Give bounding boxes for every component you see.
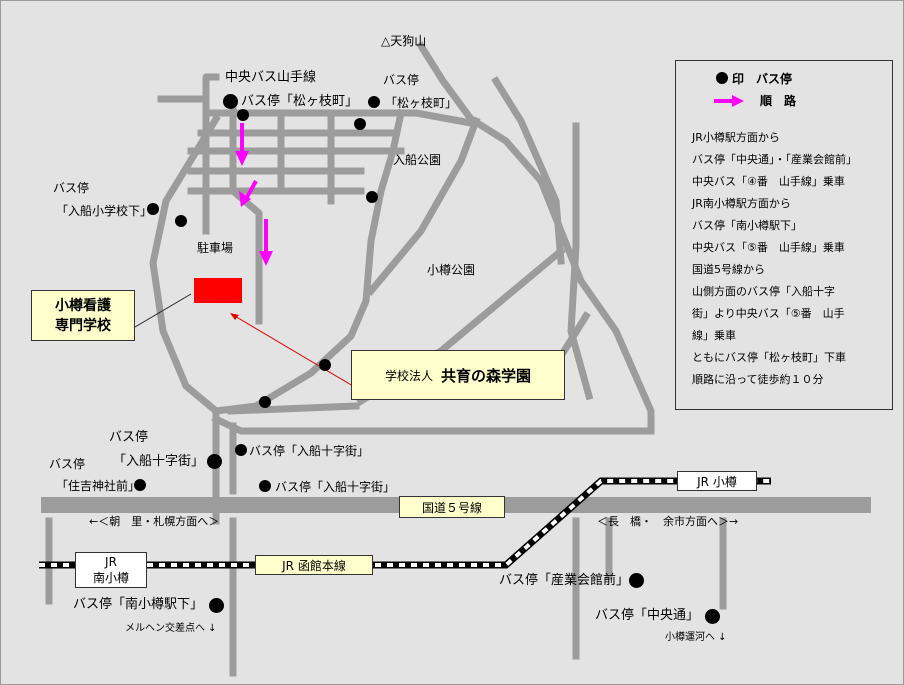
legend-line: 順路に沿って徒歩約１０分	[692, 373, 824, 386]
bus-stop-marker	[368, 96, 380, 108]
bus-stop-marker	[259, 480, 271, 492]
legend-line: 中央バス「⑤番 山手線」乗車	[692, 241, 845, 254]
legend-line: JR南小樽駅方面から	[692, 197, 791, 210]
legend-route-label: 順 路	[760, 94, 797, 108]
school-building-marker	[194, 278, 242, 303]
bus-stop-sumiyoshi-top: バス停	[49, 457, 86, 471]
irifune-park-label: 入船公園	[393, 153, 442, 167]
direction-canal-text: 小樽運河へ	[665, 632, 715, 643]
bus-stop-chuodori-label: バス停「中央通」	[595, 608, 700, 623]
bus-stop-irifune-juji-a: バス停「入船十字街」	[249, 444, 370, 458]
corporation-prefix: 学校法人	[384, 368, 433, 383]
legend-line: 国道5号線から	[692, 263, 765, 276]
legend-box: 印 バス停 順 路 JR小樽駅方面から バス停「中央通」・「産業会館前」 中央バ…	[675, 60, 893, 410]
direction-canal: 小樽運河へ ↓	[665, 632, 727, 643]
bus-stop-irifune-juji-b-top: バス停	[109, 430, 149, 445]
bus-stop-marker	[319, 359, 331, 371]
road-segment	[567, 122, 594, 401]
bus-stop-marker	[237, 109, 249, 121]
bus-stop-marker	[207, 454, 222, 469]
bus-stop-marker	[235, 444, 247, 456]
road-segment	[149, 108, 406, 415]
legend-line: 線」乗車	[692, 329, 736, 342]
otaru-park-label: 小樽公園	[427, 263, 476, 277]
bus-stop-matsugae-label: バス停「松ヶ枝町」	[241, 94, 359, 109]
bus-stop-marker	[354, 118, 366, 130]
bus-stop-irifune-juji-b-bottom: 「入船十字街」	[113, 454, 205, 469]
school-name-line2: 専門学校	[55, 317, 111, 334]
bus-stop-marker	[147, 203, 159, 215]
legend-route-arrow	[714, 95, 744, 107]
corporation-name: 共育の森学園	[441, 366, 532, 385]
bus-stop-shogakko-bottom: 「入船小学校下」	[56, 204, 153, 218]
route-arrow-head	[239, 191, 251, 207]
road-segment	[366, 116, 481, 296]
legend-stop-label: 印 バス停	[732, 72, 793, 86]
legend-stop-marker	[716, 72, 728, 84]
bus-stop-minami-otaru-label: バス停「南小樽駅下」	[73, 597, 204, 612]
yamate-line-label: 中央バス山手線	[225, 70, 317, 85]
bus-stop-matsugae-right-bottom: 「松ヶ枝町」	[385, 96, 458, 110]
route-arrow-head	[235, 151, 249, 166]
legend-line: JR小樽駅方面から	[692, 131, 780, 144]
direction-asari: ←＜朝 里・札幌方面へ＞	[89, 515, 220, 528]
school-pointer-line	[134, 293, 192, 328]
jr-minami-otaru-line1: JR	[105, 555, 117, 569]
bus-stop-marker	[223, 94, 238, 109]
jr-hakodate-line-label: JR 函館本線	[255, 555, 373, 575]
corporation-pointer-head	[230, 313, 239, 320]
road-segment	[227, 402, 360, 415]
road-segment	[491, 76, 565, 265]
legend-line: バス停「南小樽駅下」	[692, 219, 802, 232]
jr-minami-otaru-line2: 南小樽	[92, 571, 129, 585]
jr-minami-otaru-station: JR 南小樽	[75, 552, 147, 588]
route-arrow-head	[259, 251, 273, 266]
direction-meruhen-text: メルヘン交差点へ	[125, 623, 205, 634]
direction-nagahashi: ＜長 橋・ 余市方面へ＞→	[597, 515, 739, 528]
jr-otaru-station: JR 小樽	[677, 471, 757, 491]
bus-stop-marker	[629, 573, 644, 588]
bus-stop-sangyo-label: バス停「産業会館前」	[499, 573, 630, 588]
tenguyama-label: △天狗山	[381, 34, 427, 48]
bus-stop-marker	[259, 396, 271, 408]
bus-stop-matsugae-right-top: バス停	[383, 73, 420, 87]
bus-stop-marker	[366, 191, 378, 203]
legend-line: ともにバス停「松ヶ枝町」下車	[692, 351, 846, 364]
bus-stop-marker	[175, 215, 187, 227]
route5-label: 国道５号線	[399, 496, 505, 518]
school-name-box: 小樽看護 専門学校	[31, 290, 135, 341]
legend-line: 山側方面のバス停「入船十字	[692, 285, 835, 298]
road-segment	[416, 41, 655, 435]
bus-stop-irifune-juji-c: バス停「入船十字街」	[275, 480, 396, 494]
bus-stop-marker	[705, 609, 720, 624]
bus-stop-sumiyoshi-bottom: 「住吉神社前」	[56, 479, 141, 493]
bus-stop-marker	[134, 479, 146, 491]
bus-stop-marker	[209, 598, 224, 613]
bus-stop-shogakko-top: バス停	[53, 181, 90, 195]
legend-line: 中央バス「④番 山手線」乗車	[692, 175, 845, 188]
route-arrow	[245, 180, 258, 198]
direction-meruhen: メルヘン交差点へ ↓	[125, 623, 217, 634]
school-name-line1: 小樽看護	[55, 297, 111, 314]
legend-line: バス停「中央通」・「産業会館前」	[692, 153, 857, 166]
parking-label: 駐車場	[197, 241, 234, 255]
road-segment	[211, 414, 655, 435]
corporation-name-box: 学校法人 共育の森学園	[351, 350, 565, 400]
road-segment	[202, 73, 220, 103]
legend-line: 街」より中央バス「⑤番 山手	[692, 307, 845, 320]
corporation-pointer-line	[232, 314, 354, 387]
